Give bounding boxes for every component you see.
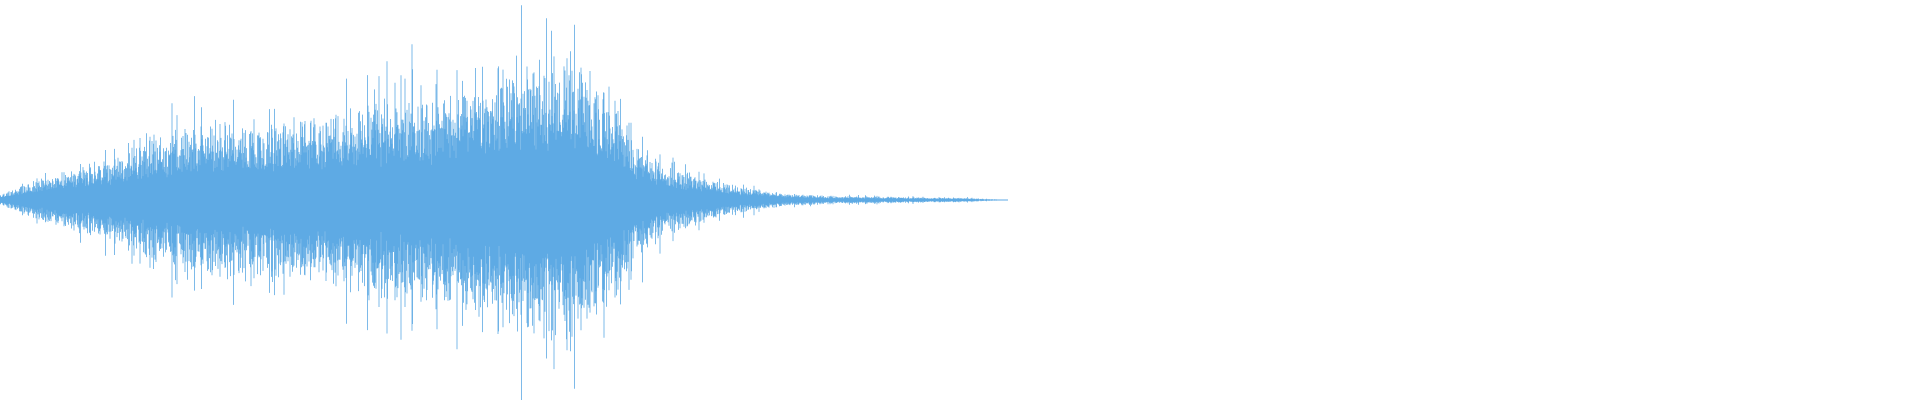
audio-waveform[interactable] — [0, 0, 1920, 400]
waveform-view[interactable] — [0, 0, 1920, 400]
